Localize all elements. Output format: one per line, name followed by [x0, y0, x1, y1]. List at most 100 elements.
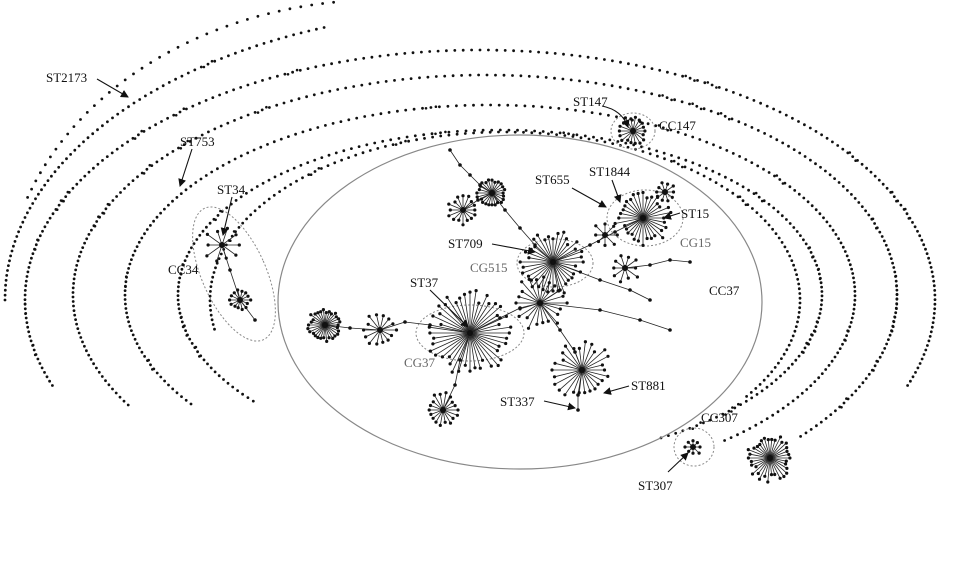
- spiral-node: [138, 98, 142, 101]
- st709-leaf: [579, 255, 583, 259]
- left-cluster-leaf: [336, 323, 340, 327]
- spiral-node: [176, 298, 180, 302]
- spiral-node: [126, 403, 130, 407]
- spiral-node: [434, 105, 438, 108]
- spiral-node: [767, 223, 771, 227]
- spiral-node: [309, 173, 313, 176]
- spiral-node: [320, 167, 323, 170]
- spiral-node: [693, 79, 696, 82]
- spiral-node: [702, 174, 706, 178]
- st881-leaf: [606, 354, 610, 358]
- spiral-node: [819, 165, 822, 169]
- spiral-node: [131, 253, 135, 257]
- st881-leaf: [588, 389, 592, 393]
- st37-leaf: [496, 363, 500, 368]
- spiral-node: [328, 89, 332, 93]
- spiral-node: [553, 52, 557, 55]
- spiral-node: [434, 132, 437, 136]
- top-left-star-leaf: [473, 213, 477, 217]
- spiral-node: [266, 143, 269, 146]
- st37-edge: [469, 326, 511, 334]
- left-cluster-leaf: [313, 312, 317, 316]
- bottom-cluster-leaf: [431, 400, 435, 404]
- spiral-node: [561, 77, 565, 81]
- right-cluster-leaf: [784, 459, 788, 463]
- st881-edge: [581, 369, 591, 392]
- spiral-node: [34, 197, 37, 201]
- spiral-node: [4, 278, 8, 282]
- spiral-node: [759, 215, 763, 219]
- st34-edge: [206, 244, 223, 257]
- spiral-node: [245, 191, 248, 195]
- spiral-node: [883, 347, 887, 350]
- spiral-node: [514, 104, 518, 107]
- spiral-node: [127, 320, 130, 324]
- spiral-node: [871, 217, 875, 221]
- spiral-node: [3, 288, 7, 292]
- st37-leaf: [463, 363, 467, 367]
- spiral-node: [815, 263, 819, 267]
- spiral-node: [322, 26, 326, 29]
- spiral-node: [225, 24, 229, 28]
- spiral-node: [819, 281, 823, 285]
- st709-edge: [533, 238, 554, 263]
- spiral-node: [895, 284, 898, 287]
- spiral-node: [594, 81, 598, 85]
- spiral-node: [75, 264, 79, 267]
- spiral-node: [30, 187, 33, 191]
- right-cluster-leaf: [785, 471, 789, 475]
- spiral-node: [38, 362, 42, 365]
- st881-leaf: [583, 391, 587, 395]
- st307-leaf: [691, 439, 695, 443]
- cluster-mid-edge: [526, 302, 541, 318]
- left-cluster-leaf: [319, 310, 323, 314]
- spiral-node: [79, 250, 83, 254]
- spiral-node: [463, 104, 467, 107]
- spiral-node: [389, 138, 393, 142]
- spiral-node: [929, 266, 933, 269]
- spiral-node: [796, 395, 800, 399]
- spiral-node: [488, 130, 492, 134]
- cluster-mid-leaf: [525, 316, 529, 320]
- right-cluster-leaf: [749, 459, 754, 464]
- st307-leaf: [698, 445, 702, 449]
- spiral-node: [431, 135, 434, 139]
- spiral-node: [610, 84, 614, 88]
- spiral-node: [368, 149, 372, 152]
- spiral-node: [198, 101, 201, 105]
- spiral-node: [115, 84, 119, 88]
- spiral-node: [125, 311, 128, 315]
- spiral-node: [316, 126, 320, 129]
- st15-edge: [624, 205, 644, 219]
- st709-edge: [523, 261, 554, 268]
- spiral-node: [513, 130, 517, 134]
- link-d-node: [458, 358, 462, 362]
- spiral-node: [72, 125, 76, 128]
- spiral-node: [420, 50, 423, 54]
- st881-leaf: [572, 390, 576, 394]
- st709-edge: [548, 236, 554, 263]
- st15-edge: [626, 201, 644, 219]
- label-st2173: ST2173: [46, 70, 87, 85]
- spiral-node: [715, 86, 718, 89]
- top-cluster-leaf: [481, 200, 485, 204]
- spiral-node: [222, 378, 225, 381]
- st709-edge: [552, 244, 568, 263]
- spiral-node: [480, 103, 484, 107]
- st15-leaf: [630, 232, 634, 236]
- spiral-node: [407, 139, 410, 143]
- spiral-node: [497, 103, 501, 107]
- spiral-node: [781, 141, 785, 145]
- spiral-node: [127, 105, 130, 109]
- spiral-node: [235, 21, 239, 24]
- spiral-node: [497, 130, 500, 134]
- st307-leaf: [695, 441, 700, 445]
- spiral-node: [804, 242, 808, 246]
- spiral-node: [216, 214, 220, 217]
- spiral-node: [688, 102, 691, 106]
- spiral-node: [50, 174, 53, 178]
- st15-leaf: [624, 227, 629, 231]
- spiral-node: [209, 308, 213, 312]
- spiral-node: [889, 257, 893, 260]
- spiral-node: [26, 211, 29, 215]
